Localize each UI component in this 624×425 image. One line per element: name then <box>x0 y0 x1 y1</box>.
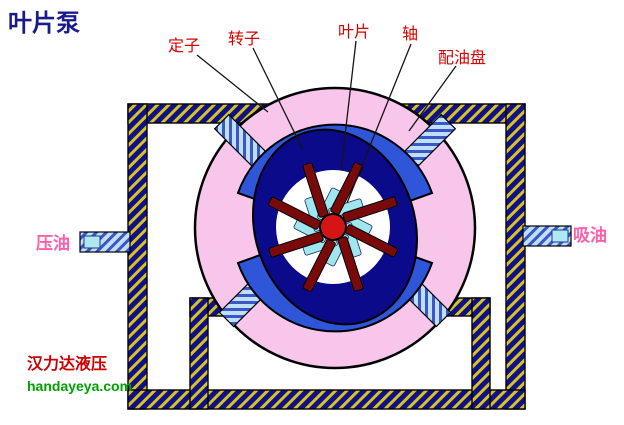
leader-lines <box>196 40 457 204</box>
pipe-bottom <box>127 389 526 410</box>
leader-line-shaft <box>346 43 412 204</box>
label-suction-port: 吸油 <box>573 225 607 245</box>
label-stator: 定子 <box>168 37 200 55</box>
leader-line-stator <box>196 54 269 113</box>
pipe-inner-right <box>471 297 491 410</box>
leader-line-vane <box>340 40 357 171</box>
suction-stub-plug <box>551 229 569 243</box>
pipe-right <box>505 103 526 410</box>
label-pressure-port: 压油 <box>36 233 70 253</box>
watermark-website: handayeya.com <box>27 378 132 394</box>
watermark-company: 汉力达液压 <box>27 354 107 373</box>
pipe-left <box>127 103 148 410</box>
label-shaft: 轴 <box>402 25 418 43</box>
label-vane: 叶片 <box>338 23 370 41</box>
label-distribution-plate: 配油盘 <box>438 48 486 67</box>
pressure-stub-plug <box>83 235 101 249</box>
vanes <box>268 162 398 292</box>
label-rotor: 转子 <box>228 30 260 48</box>
pipe-inner-left <box>189 297 209 410</box>
leader-line-distribution-plate <box>408 65 457 132</box>
shaft-hub <box>319 213 347 241</box>
leader-line-rotor <box>252 47 304 151</box>
page-title: 叶片泵 <box>8 10 80 37</box>
